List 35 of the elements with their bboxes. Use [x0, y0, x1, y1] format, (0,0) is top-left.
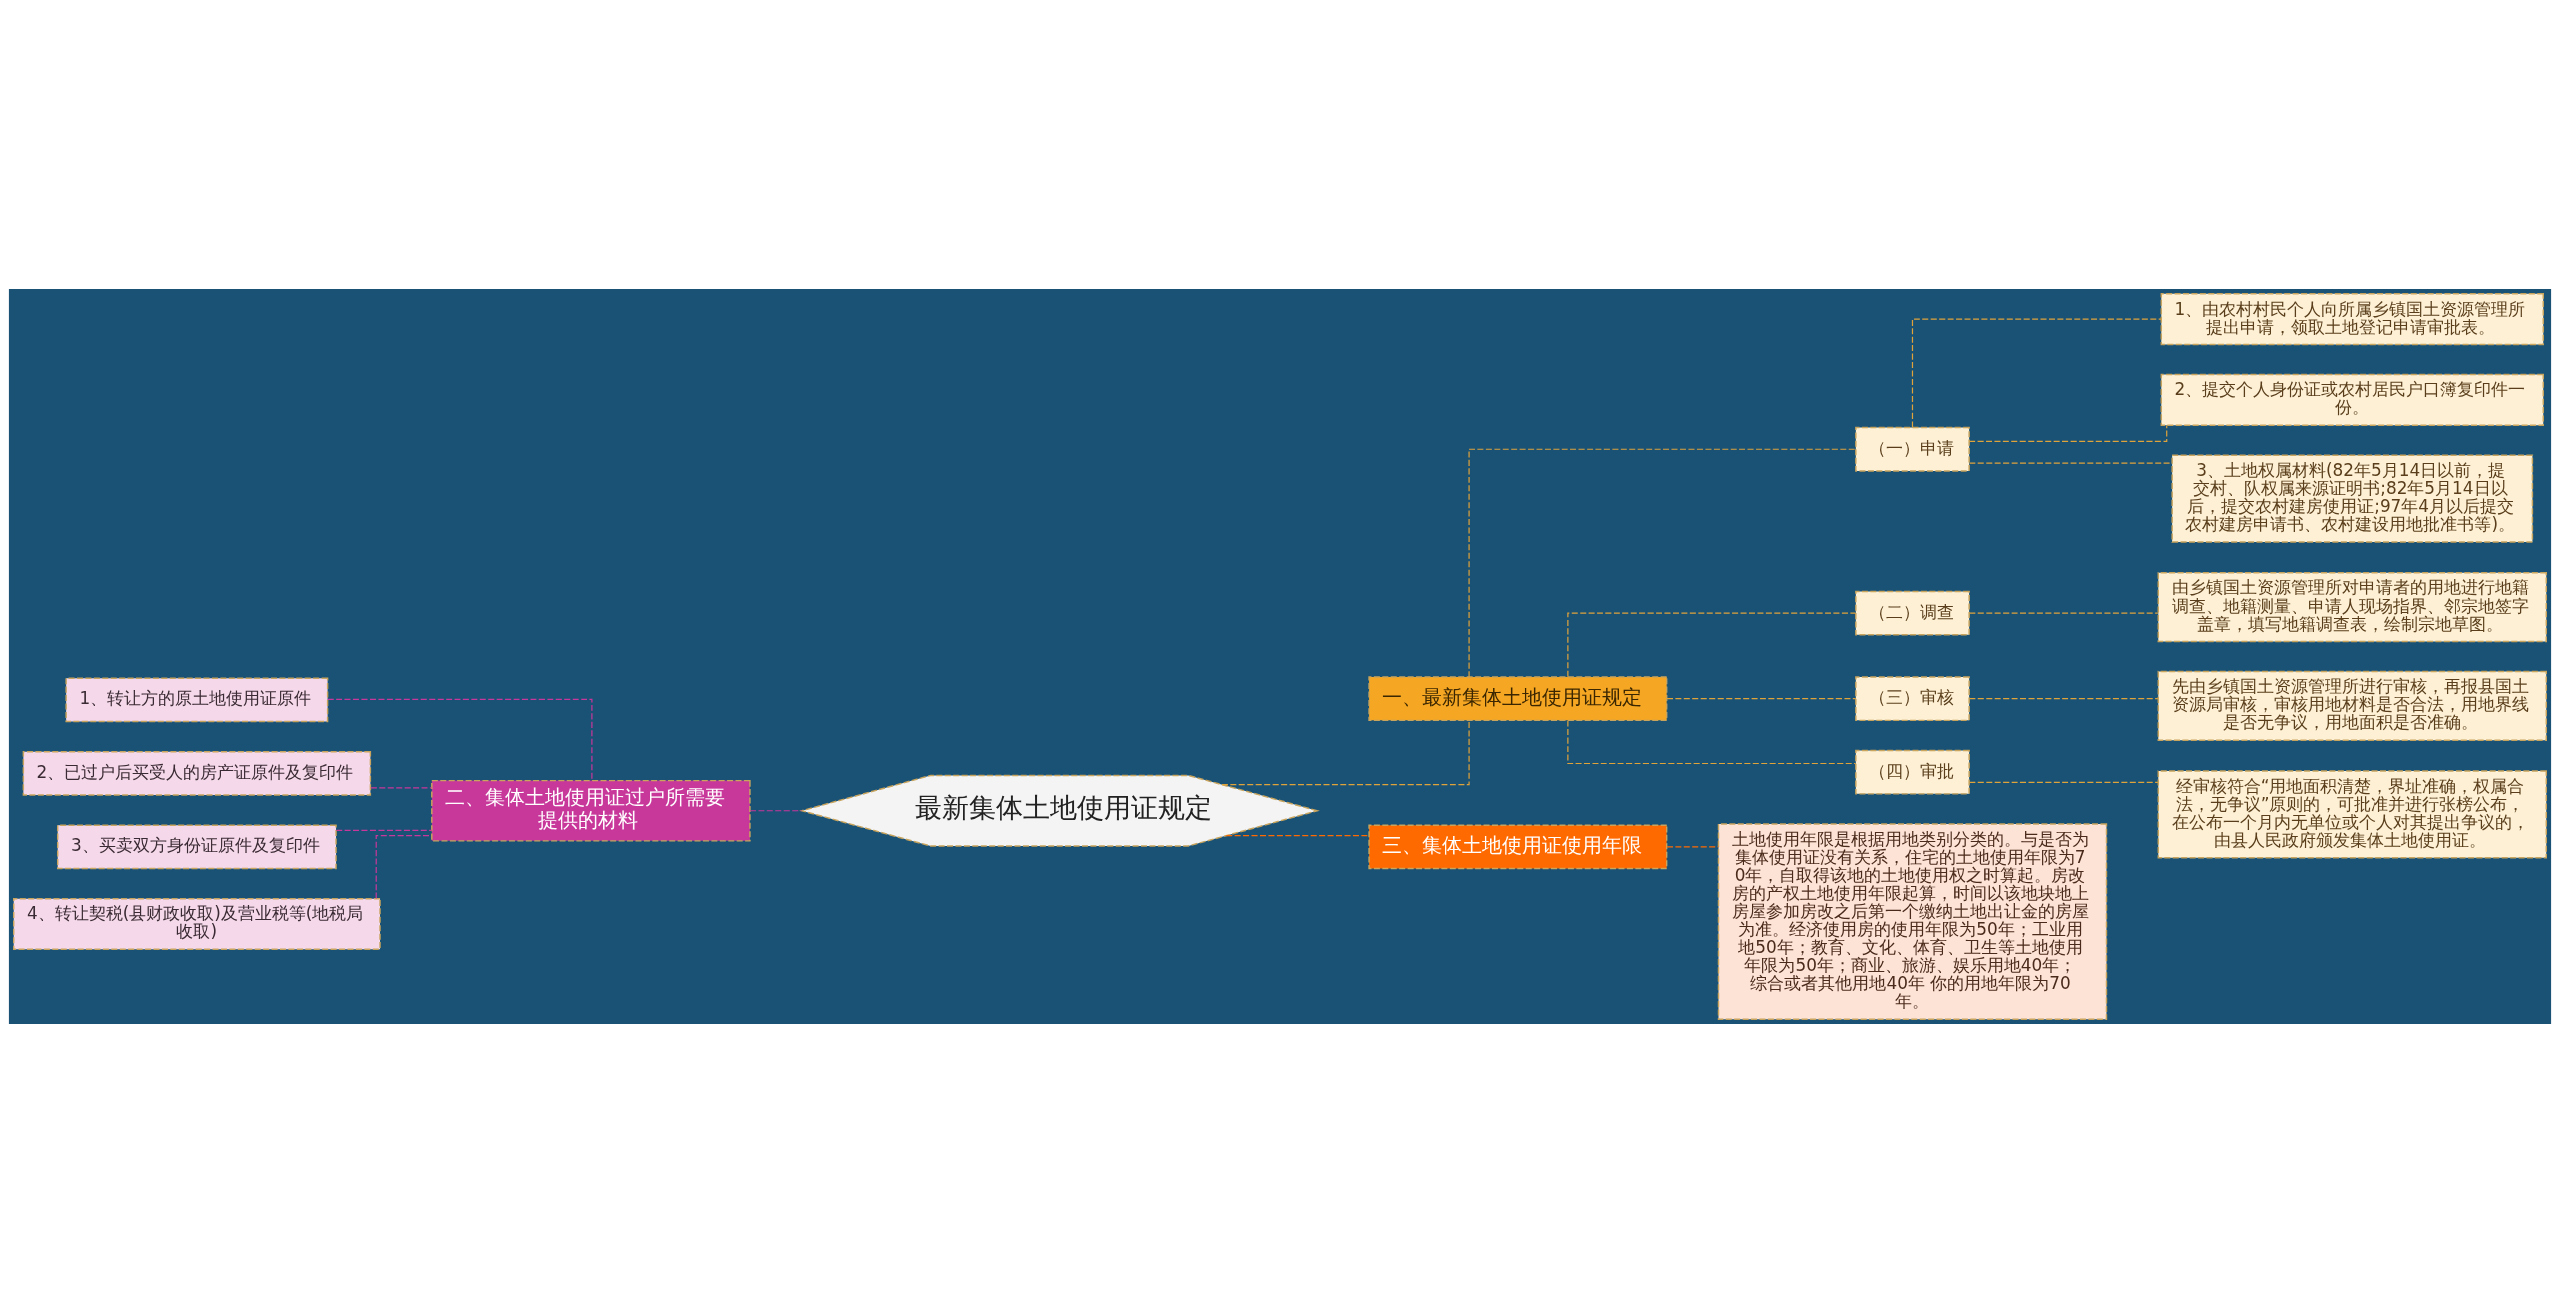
node-box: 2、已过户后买受人的房产证原件及复印件 [22, 750, 372, 796]
node-box: 3、买卖双方身份证原件及复印件 [57, 823, 337, 869]
connector [1968, 612, 2159, 614]
connector [1968, 424, 2168, 442]
node-box: 2、提交个人身份证或农村居民户口簿复印件一份。 [2160, 373, 2544, 426]
node-box: （三）审核 [1855, 675, 1970, 721]
node-box: 三、集体土地使用证使用年限 [1368, 823, 1668, 869]
connector [749, 809, 803, 811]
connector [1221, 719, 1470, 785]
connector [1968, 462, 2173, 464]
node-box: 1、转让方的原土地使用证原件 [65, 676, 329, 722]
node-box: 土地使用年限是根据用地类别分类的。与是否为集体使用证没有关系，住宅的土地使用年限为70年，自取得该地的土地使用权之时算起。房改房的产权土地使用年限起算，时间以该地块地上房屋参加房改之后第一个缴纳土地出让金的房屋为准。经济使用房的使用年限为50年；工业用地50年；教育、文化、体育、卫生等土地使用年限为50年；商业、旅游、娱乐用地40年；综合或者其他用地40年 你的用地年限为70年。 [1717, 822, 2108, 1020]
connector [1567, 719, 1857, 764]
connector [1468, 448, 1857, 678]
node-box: （二）调查 [1855, 590, 1970, 636]
node-box: （一）申请 [1855, 426, 1970, 472]
node-box: 1、由农村村民个人向所属乡镇国土资源管理所提出申请，领取土地登记申请审批表。 [2160, 292, 2544, 345]
connector [1911, 318, 2162, 428]
node-box: 3、土地权属材料(82年5月14日以前，提交村、队权属来源证明书;82年5月14日以后，提交农村建房使用证;97年4月以后提交农村建房申请书、农村建设用地批准书等)。 [2171, 454, 2534, 543]
connector [335, 829, 433, 831]
node-box: 一、最新集体土地使用证规定 [1368, 675, 1668, 721]
connector [1968, 781, 2159, 783]
node-box: （四）审批 [1855, 749, 1970, 795]
node-box: 经审核符合“用地面积清楚，界址准确，权属合法，无争议”原则的，可批准并进行张榜公布，在公布一个月内无单位或个人对其提出争议的，由县人民政府颁发集体土地使用证。 [2157, 769, 2547, 858]
node-box: 先由乡镇国土资源管理所进行审核，再报县国土资源局审核，审核用地材料是否合法，用地界线是否无争议，用地面积是否准确。 [2157, 670, 2547, 741]
node-box: 二、集体土地使用证过户所需要提供的材料 [431, 779, 751, 842]
connector [1666, 697, 1857, 699]
connector [327, 698, 593, 781]
node-box: 4、转让契税(县财政收取)及营业税等(地税局收取) [13, 897, 381, 950]
connector [1567, 612, 1857, 677]
node-box: 由乡镇国土资源管理所对申请者的用地进行地籍调查、地籍测量、申请人现场指界、邻宗地签字盖章，填写地籍调查表，绘制宗地草图。 [2157, 571, 2547, 642]
connector [1666, 845, 1720, 847]
connector [1225, 834, 1370, 836]
connector [1968, 697, 2159, 699]
connector [370, 786, 433, 788]
